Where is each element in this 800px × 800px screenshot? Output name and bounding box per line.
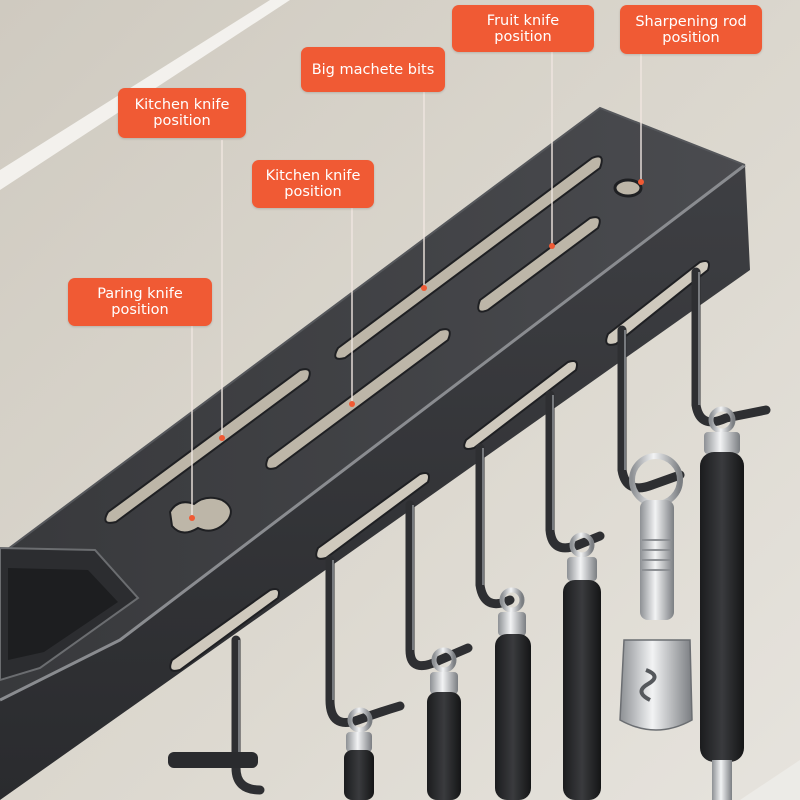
slot-kitchen-knife-left	[104, 368, 311, 524]
sharpening-rod-hole	[613, 178, 643, 198]
rack-back-edge	[0, 106, 746, 556]
label-sharpening-rod-line1: Sharpening rod	[635, 13, 747, 30]
tile-edge	[740, 760, 800, 800]
utensil-cup	[0, 546, 140, 682]
s-hooks	[231, 267, 771, 795]
slot-big-machete	[265, 328, 451, 470]
label-kitchen-knife-middle: Kitchen knife position	[252, 160, 374, 208]
label-paring-knife-line2: position	[111, 302, 169, 318]
label-kitchen-knife-left-line1: Kitchen knife	[134, 97, 230, 113]
label-sharpening-rod-line2: position	[662, 29, 720, 46]
label-sharpening-rod: Sharpening rod position	[620, 5, 762, 54]
label-fruit-knife: Fruit knife position	[452, 5, 594, 52]
hanging-utensils	[168, 406, 744, 800]
rack-front-face	[0, 165, 750, 800]
hook-highlights	[238, 272, 700, 765]
label-kitchen-knife-middle-line1: Kitchen knife	[265, 168, 361, 184]
label-fruit-knife-line1: Fruit knife	[486, 12, 560, 29]
label-kitchen-knife-left: Kitchen knife position	[118, 88, 246, 138]
label-paring-knife-line1: Paring knife	[97, 286, 183, 302]
knife-slots	[104, 155, 603, 534]
rack-edge-highlight	[0, 163, 746, 702]
label-paring-knife: Paring knife position	[68, 278, 212, 326]
slot-long-upper	[334, 155, 603, 360]
label-kitchen-knife-left-line2: position	[153, 113, 211, 129]
label-fruit-knife-line2: position	[494, 28, 552, 45]
label-big-machete-bits-line1: Big machete bits	[311, 61, 435, 78]
slot-fruit-knife	[477, 216, 601, 313]
label-kitchen-knife-middle-line2: position	[284, 184, 342, 200]
front-hook-slots	[169, 260, 710, 672]
leader-lines	[191, 52, 642, 518]
label-big-machete-bits: Big machete bits	[301, 47, 445, 92]
leader-dots	[189, 179, 644, 521]
